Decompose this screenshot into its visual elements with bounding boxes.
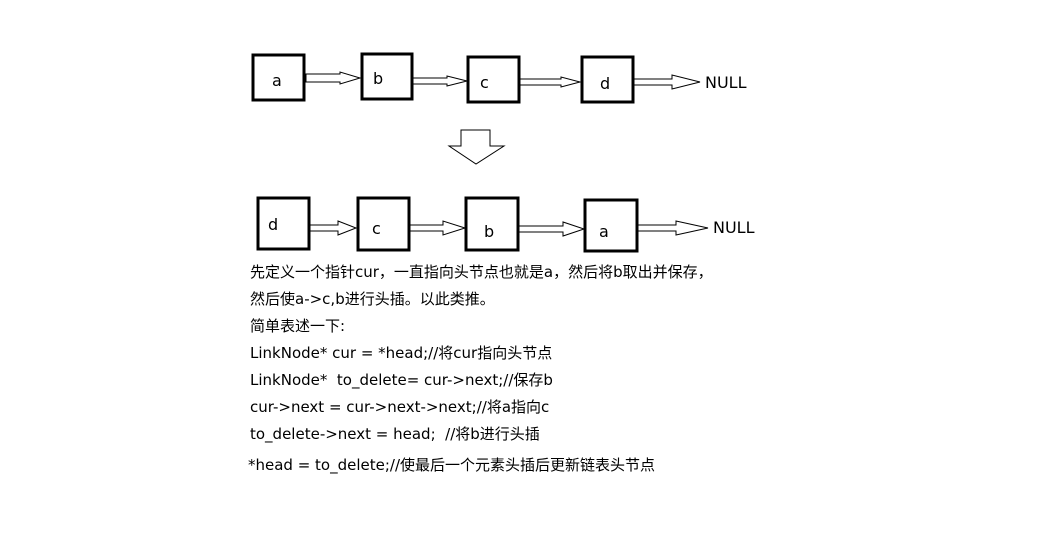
description-line-3: 简单表述一下: bbox=[250, 317, 346, 335]
bottom-node-2-label: c bbox=[372, 219, 381, 238]
top-arrow-3 bbox=[519, 76, 582, 88]
bottom-arrow-4 bbox=[637, 220, 709, 236]
bottom-arrow-3 bbox=[518, 221, 586, 237]
top-arrow-4 bbox=[633, 74, 701, 90]
linked-list-diagram: a b c d NULL d c b a NULL bbox=[251, 52, 755, 253]
top-node-3-label: c bbox=[480, 73, 489, 92]
top-node-1-label: a bbox=[272, 71, 282, 90]
bottom-linked-list: d c b a NULL bbox=[256, 196, 755, 253]
code-line-1: LinkNode* cur = *head;//将cur指向头节点 bbox=[250, 344, 553, 362]
bottom-node-2 bbox=[356, 196, 411, 252]
top-node-4-label: d bbox=[600, 74, 610, 93]
code-line-4: to_delete->next = head; //将b进行头插 bbox=[250, 425, 540, 443]
bottom-node-3-label: b bbox=[484, 222, 494, 241]
top-node-4 bbox=[580, 55, 635, 104]
top-arrow-1 bbox=[305, 71, 362, 85]
top-node-3 bbox=[466, 55, 521, 104]
top-node-1 bbox=[251, 53, 306, 102]
top-null-label: NULL bbox=[705, 73, 747, 92]
top-linked-list: a b c d NULL bbox=[251, 52, 747, 104]
bottom-node-1 bbox=[256, 196, 311, 251]
bottom-node-4-label: a bbox=[599, 222, 609, 241]
code-line-3: cur->next = cur->next->next;//将a指向c bbox=[250, 398, 550, 416]
top-node-2 bbox=[360, 52, 414, 101]
code-line-5: *head = to_delete;//使最后一个元素头插后更新链表头节点 bbox=[248, 456, 656, 474]
bottom-node-1-label: d bbox=[268, 215, 278, 234]
bottom-node-3 bbox=[464, 196, 520, 252]
transform-down-arrow-icon bbox=[447, 129, 506, 165]
code-line-2: LinkNode* to_delete= cur->next;//保存b bbox=[250, 371, 553, 389]
description-line-1: 先定义一个指针cur，一直指向头节点也就是a，然后将b取出并保存， bbox=[250, 263, 713, 281]
bottom-arrow-1 bbox=[309, 220, 358, 236]
bottom-node-4 bbox=[583, 198, 639, 253]
top-node-2-label: b bbox=[373, 69, 383, 88]
bottom-null-label: NULL bbox=[713, 218, 755, 237]
description-line-2: 然后使a->c,b进行头插。以此类推。 bbox=[250, 290, 495, 308]
bottom-arrow-2 bbox=[409, 220, 467, 236]
top-arrow-2 bbox=[412, 75, 468, 87]
